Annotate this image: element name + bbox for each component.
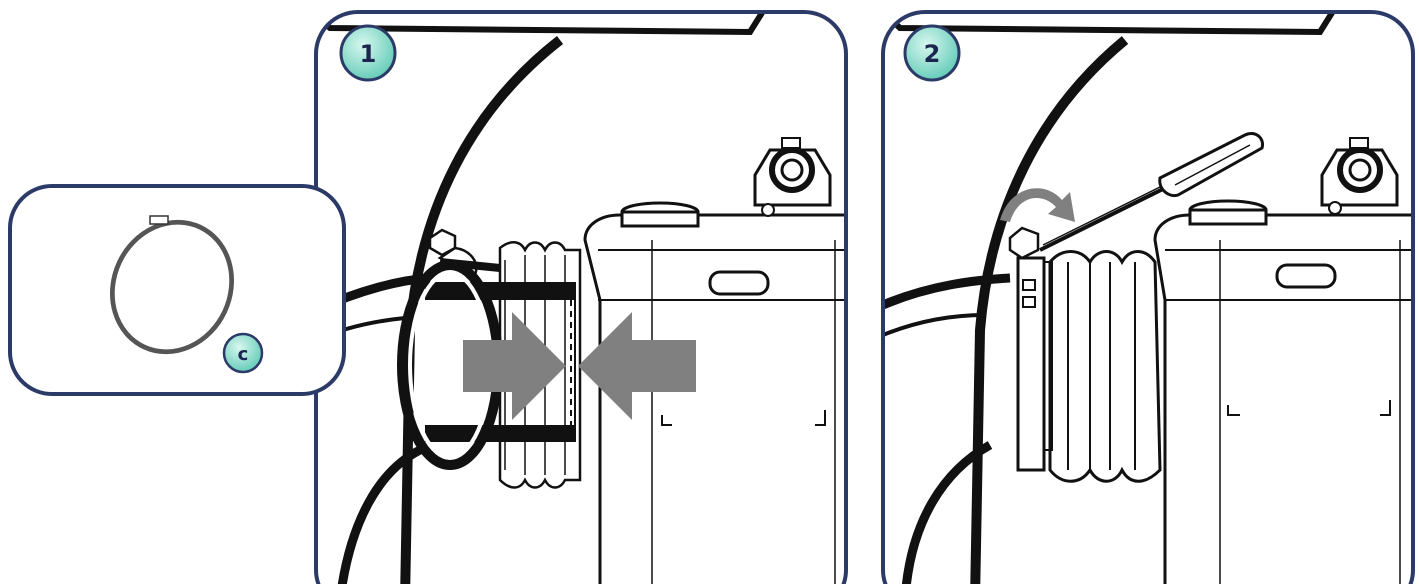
hose-upper	[883, 278, 1010, 305]
step-number-2: 2	[924, 40, 941, 68]
step-number-1: 1	[360, 40, 377, 68]
step-panel-2: 2	[870, 0, 1413, 584]
part-callout: c	[10, 186, 344, 394]
step-badge-2: 2	[905, 26, 959, 80]
step-panel-1: 1	[300, 0, 846, 584]
bellows-icon	[1050, 252, 1160, 482]
part-callout-frame	[10, 186, 344, 394]
step-badge-1: 1	[341, 26, 395, 80]
pipe-fitting	[1322, 138, 1397, 214]
hose-clamp-icon	[1010, 228, 1052, 470]
part-badge-c: c	[224, 334, 262, 372]
tank-icon	[1155, 138, 1413, 584]
part-label: c	[238, 344, 249, 365]
pipe-fitting	[755, 138, 830, 216]
